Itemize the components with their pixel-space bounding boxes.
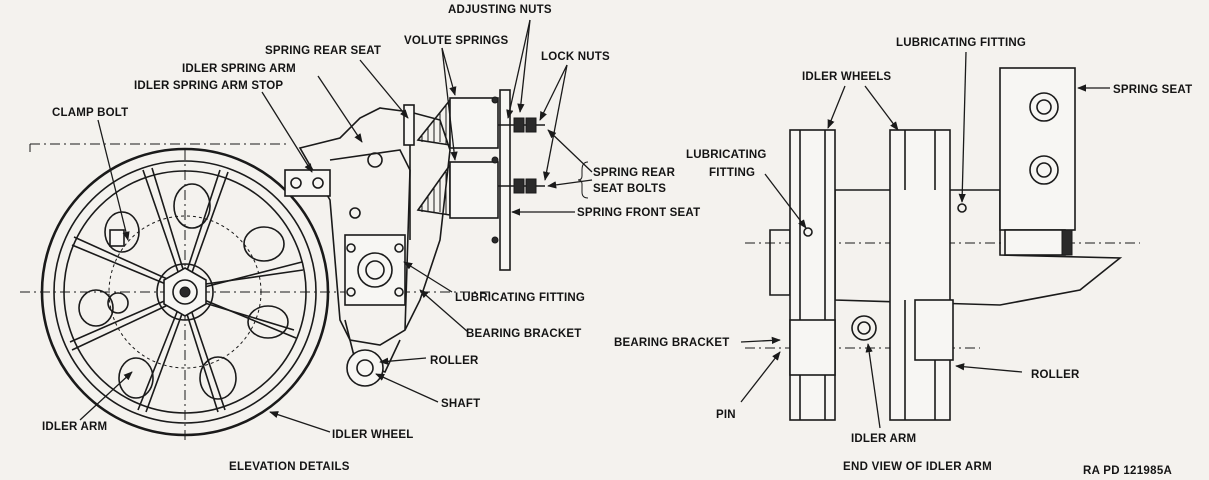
label-clamp-bolt: CLAMP BOLT [52,107,128,119]
label-idler-arm: IDLER ARM [42,421,107,433]
caption-elevation-details: ELEVATION DETAILS [229,461,350,473]
caption-end-view: END VIEW OF IDLER ARM [843,461,992,473]
elevation-view-drawing [20,89,545,440]
label-lubricating-fitting-line1: LUBRICATING [686,149,767,161]
idler-wheel-shape [40,147,330,437]
label-shaft: SHAFT [441,398,480,410]
reference-code: RA PD 121985A [1083,465,1172,477]
label-spring-rear-seat: SPRING REAR SEAT [265,45,381,57]
spring-arm-bracket-shape [284,107,451,387]
bolts-brace [577,161,589,199]
volute-springs-shape [403,89,545,271]
label-adjusting-nuts: ADJUSTING NUTS [448,4,552,16]
label-spring-rear-seat-bolts-line1: SPRING REAR [593,167,676,179]
label-lubricating-fitting-line2: FITTING [709,167,755,179]
label-roller: ROLLER [430,355,479,367]
label-idler-spring-arm: IDLER SPRING ARM [182,63,296,75]
label-bearing-bracket: BEARING BRACKET [466,328,581,340]
label-volute-springs: VOLUTE SPRINGS [404,35,509,47]
label-pin: PIN [716,409,736,421]
label-spring-front-seat: SPRING FRONT SEAT [577,207,700,219]
leader-lines [79,19,1110,433]
label-idler-wheels: IDLER WHEELS [802,71,891,83]
right-view-labels: LUBRICATING FITTING IDLER WHEELS SPRING … [614,37,1192,473]
label-idler-wheel: IDLER WHEEL [332,429,413,441]
left-view-labels: ADJUSTING NUTS VOLUTE SPRINGS SPRING REA… [42,4,700,473]
label-idler-arm-right: IDLER ARM [851,433,916,445]
label-roller-right: ROLLER [1031,369,1080,381]
label-lock-nuts: LOCK NUTS [541,51,610,63]
label-lubricating-fitting-top: LUBRICATING FITTING [896,37,1026,49]
label-spring-rear-seat-bolts-line2: SEAT BOLTS [593,183,666,195]
label-lubricating-fitting: LUBRICATING FITTING [455,292,585,304]
label-idler-spring-arm-stop: IDLER SPRING ARM STOP [134,80,283,92]
end-view-drawing [745,67,1140,421]
label-bearing-bracket-right: BEARING BRACKET [614,337,729,349]
label-spring-seat: SPRING SEAT [1113,84,1192,96]
